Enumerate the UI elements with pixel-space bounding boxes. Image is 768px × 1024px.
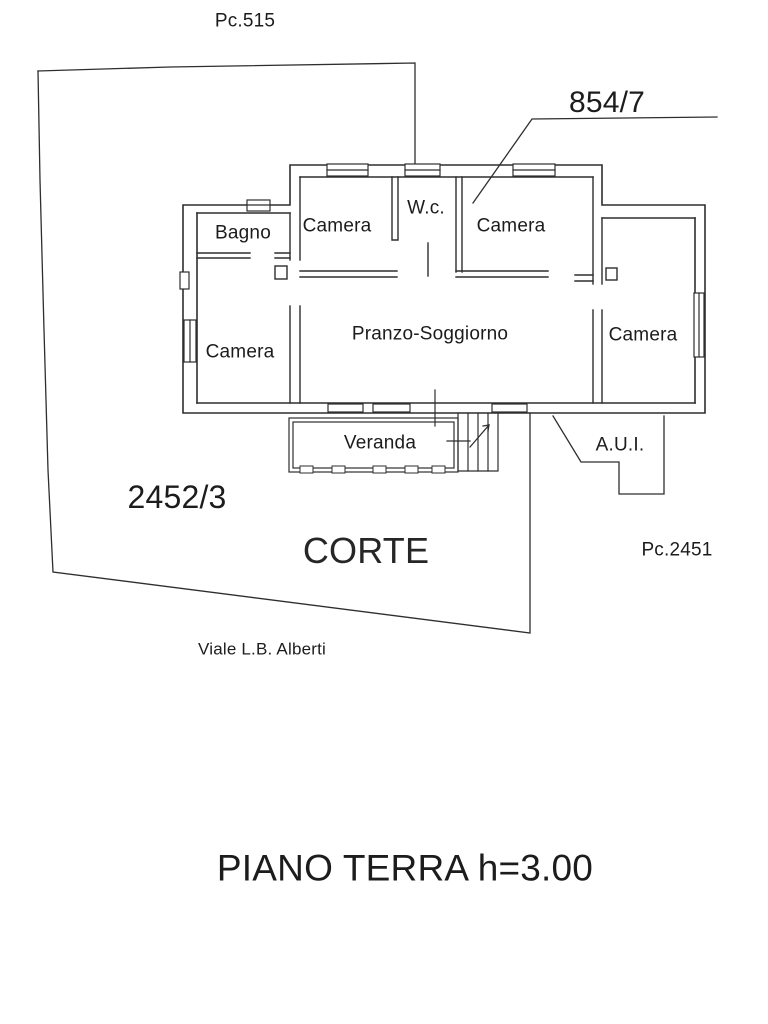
stairs: [446, 412, 499, 472]
interior-walls: [196, 176, 618, 404]
room-label-wc: W.c.: [407, 197, 445, 219]
room-label-living: Pranzo-Soggiorno: [351, 323, 509, 345]
room-label-veranda: Veranda: [343, 432, 417, 454]
parcel-bottom-right-label: Pc.2451: [641, 539, 713, 561]
room-label-bagno: Bagno: [215, 222, 271, 244]
room-label-camera-top-left: Camera: [302, 215, 372, 237]
courtyard-parcel-label: 2452/3: [127, 479, 227, 515]
room-label-annex: A.U.I.: [595, 434, 645, 456]
room-label-camera-right: Camera: [608, 324, 678, 346]
plan-title: PIANO TERRA h=3.00: [216, 847, 594, 889]
windows: [179, 163, 705, 413]
building-number-label: 854/7: [568, 86, 646, 119]
parcel-boundary: [37, 62, 531, 634]
room-label-camera-top-right: Camera: [476, 215, 546, 237]
room-label-camera-left: Camera: [205, 341, 275, 363]
parcel-top-label: Pc.515: [214, 10, 276, 32]
annex-outline: [552, 415, 665, 495]
building-number-leader: [472, 116, 718, 204]
street-label: Viale L.B. Alberti: [197, 639, 327, 659]
courtyard-label: CORTE: [302, 530, 430, 571]
